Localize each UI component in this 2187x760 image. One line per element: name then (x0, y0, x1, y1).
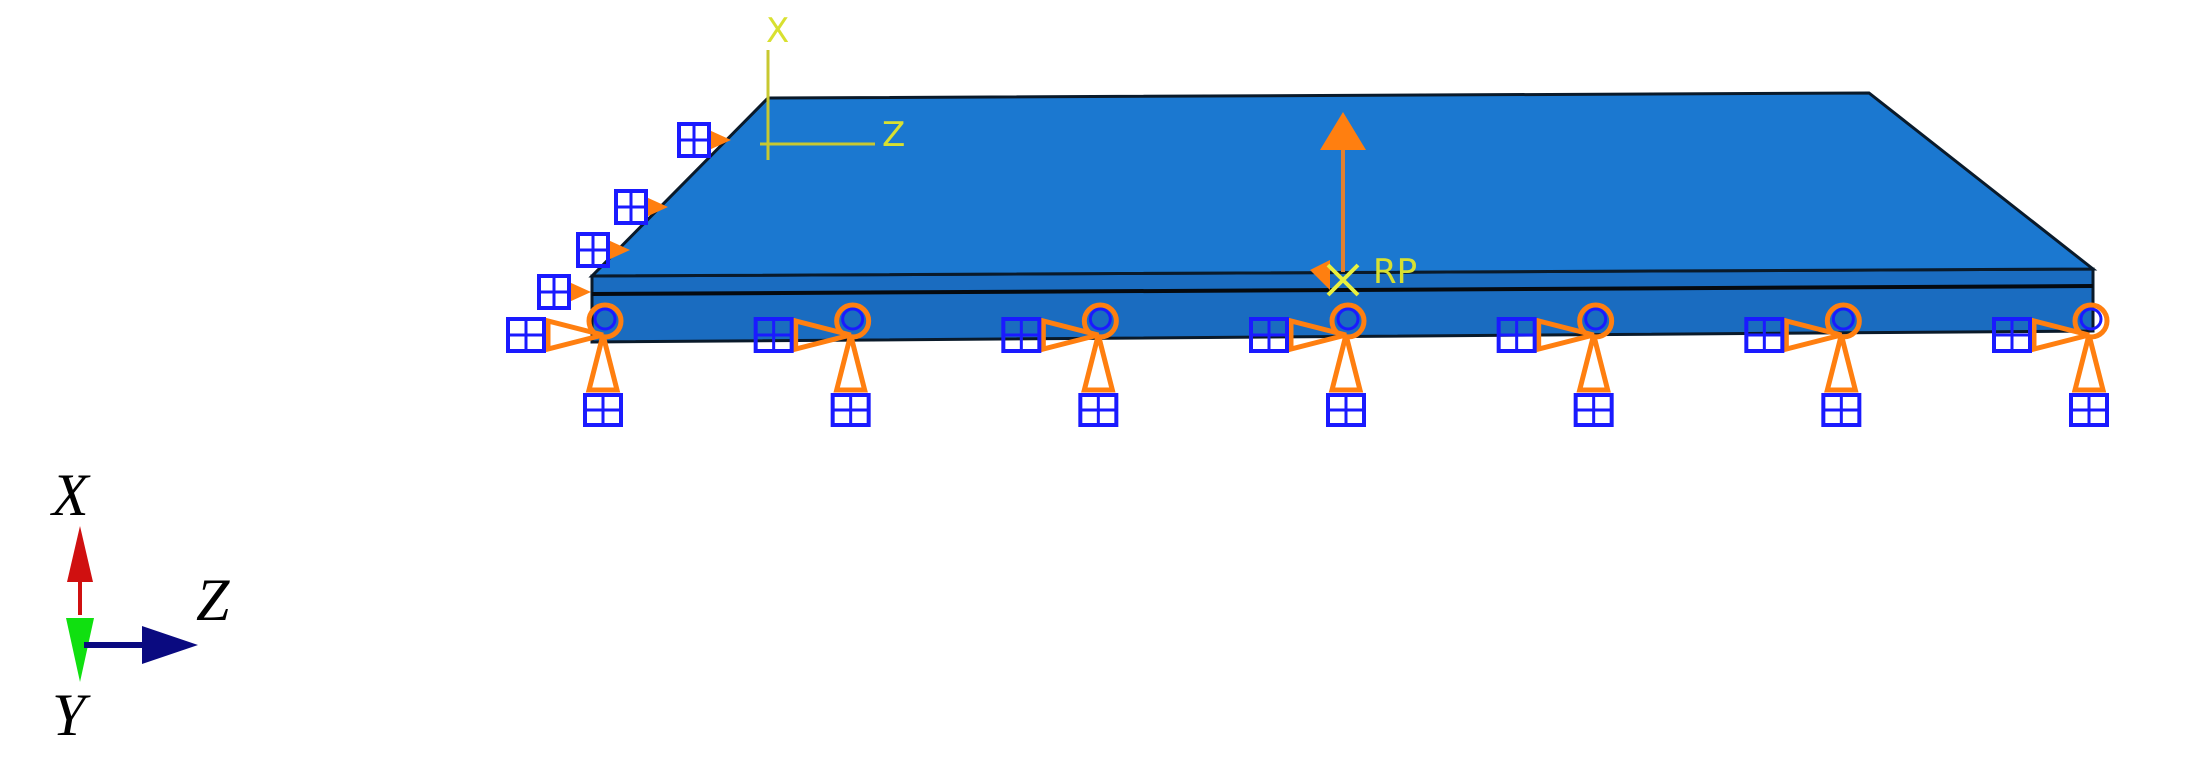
side-support-icon (537, 274, 591, 310)
support-cone-side-icon (1288, 317, 1347, 353)
support-rotation-icon (834, 302, 872, 340)
support-cone-down-icon (833, 334, 868, 393)
support-grid-icon (832, 395, 869, 425)
reference-point[interactable]: RP (1310, 112, 1417, 297)
triad-x-label: X (50, 462, 91, 528)
support-rotation-icon (1081, 302, 1119, 340)
load-arrow-head-icon (1320, 112, 1366, 150)
support-grid-icon (1328, 395, 1364, 425)
encastre-support-icon (1001, 302, 1119, 427)
support-grid-icon (508, 319, 544, 351)
side-support-icon (576, 232, 630, 268)
support-cone-side-icon (545, 317, 604, 353)
support-grid-icon (2071, 395, 2107, 425)
encastre-support-icon (506, 302, 624, 427)
support-cone-side-icon (569, 282, 591, 302)
support-grid-icon (679, 124, 709, 156)
rp-marker-icon (1326, 263, 1360, 297)
local-x-label: X (766, 11, 789, 51)
support-grid-icon (1251, 319, 1287, 351)
encastre-support-icon (1496, 302, 1615, 427)
rp-label: RP (1373, 252, 1417, 292)
global-triad: X Z Y (50, 462, 230, 748)
local-csys: X Z (760, 11, 905, 160)
support-grid-icon (1575, 395, 1612, 425)
triad-z-label: Z (196, 567, 230, 633)
support-cone-side-icon (1536, 317, 1595, 353)
support-cone-down-icon (1328, 334, 1364, 393)
support-grid-icon (1003, 319, 1040, 351)
encastre-support-icon (1744, 302, 1862, 427)
support-rotation-icon (1577, 302, 1615, 340)
support-rotation-inner-icon (1336, 307, 1360, 331)
support-cone-down-icon (585, 334, 621, 393)
support-rotation-inner-icon (841, 307, 865, 331)
plate-mid-edge (591, 284, 2094, 296)
support-grid-icon (1823, 395, 1860, 425)
support-grid-icon (616, 191, 646, 223)
support-cone-side-icon (793, 317, 852, 353)
support-rotation-icon (586, 302, 624, 340)
triad-y-label: Y (52, 682, 91, 748)
support-rotation-inner-icon (1584, 307, 1608, 331)
triad-z-arrow-icon (142, 626, 198, 664)
support-cone-side-icon (1040, 317, 1099, 353)
support-rotation-inner-icon (1088, 307, 1112, 331)
side-support-icon (677, 122, 731, 158)
encastre-support-icon (753, 302, 872, 427)
support-rotation-inner-icon (1831, 307, 1855, 331)
support-rotation-inner-icon (593, 307, 617, 331)
encastre-support-icon (1992, 302, 2110, 427)
support-cone-side-icon (1783, 317, 1842, 353)
support-grid-icon (578, 234, 608, 266)
support-grid-icon (585, 395, 621, 425)
encastre-support-icon (1249, 302, 1367, 427)
support-cone-side-icon (646, 197, 668, 217)
support-rotation-icon (2072, 302, 2110, 340)
support-rotation-icon (1329, 302, 1367, 340)
support-cone-down-icon (1824, 334, 1859, 393)
support-grid-icon (755, 319, 792, 351)
support-cone-down-icon (2071, 334, 2107, 393)
triad-y-arrow-icon (66, 618, 94, 682)
rp-constraint-icon (1310, 260, 1330, 290)
support-grid-icon (539, 276, 569, 308)
support-cone-side-icon (2031, 317, 2090, 353)
local-z-label: Z (882, 115, 905, 155)
support-cone-down-icon (1576, 334, 1611, 393)
support-cone-side-icon (608, 240, 630, 260)
support-grid-icon (1080, 395, 1117, 425)
support-grid-icon (1746, 319, 1783, 351)
side-support-icon (614, 189, 668, 225)
triad-x-arrow-icon (67, 526, 93, 582)
support-rotation-icon (1824, 302, 1862, 340)
support-cone-down-icon (1081, 334, 1116, 393)
boundary-conditions (506, 122, 2110, 427)
support-grid-icon (1498, 319, 1535, 351)
support-grid-icon (1994, 319, 2030, 351)
support-rotation-inner-icon (2079, 307, 2103, 331)
support-cone-side-icon (709, 130, 731, 150)
